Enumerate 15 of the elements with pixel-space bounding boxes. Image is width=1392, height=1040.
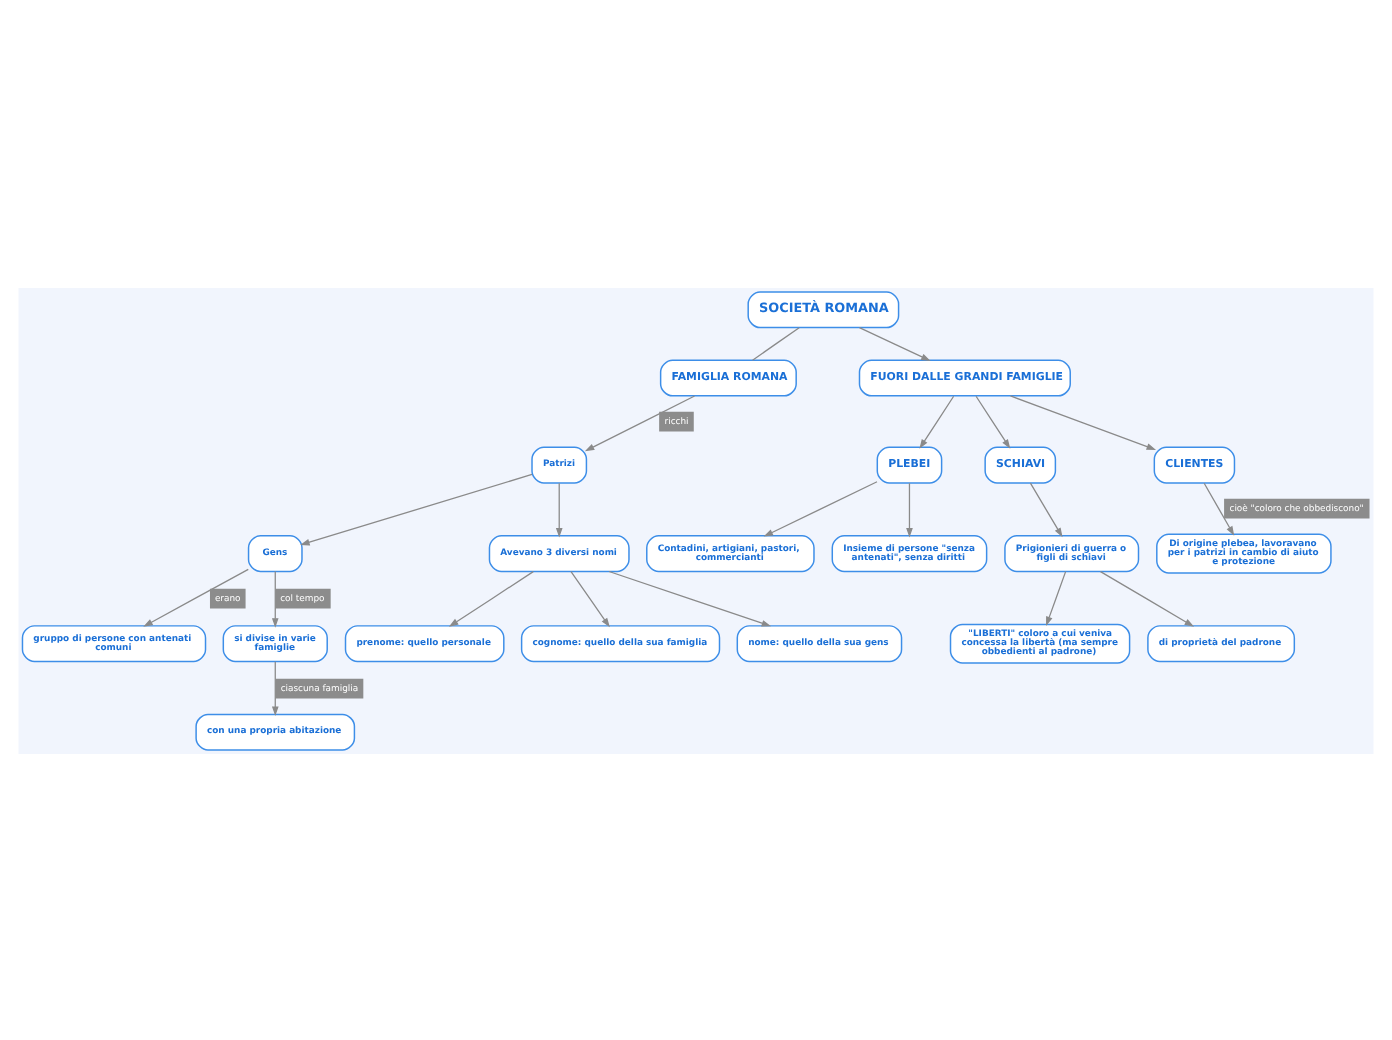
- arrow: [975, 394, 1011, 448]
- arrow: [906, 481, 913, 537]
- arrow: [608, 569, 772, 626]
- arrow: [1203, 481, 1235, 535]
- connector: [751, 326, 800, 360]
- arrow: [300, 472, 533, 545]
- arrow: [763, 480, 878, 536]
- arrow: [555, 481, 563, 537]
- arrow: [570, 569, 610, 627]
- arrow: [448, 569, 534, 626]
- arrow: [1046, 569, 1067, 626]
- arrow: [1029, 481, 1063, 537]
- arrow: [919, 394, 955, 448]
- arrow: [1009, 394, 1157, 449]
- arrow: [1099, 569, 1195, 626]
